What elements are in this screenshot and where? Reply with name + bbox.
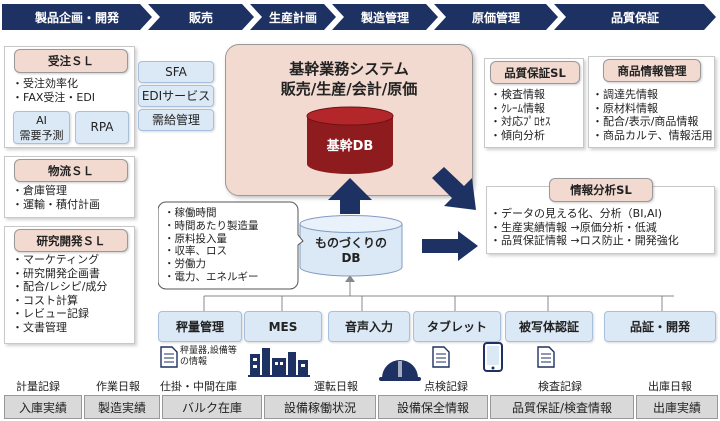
product-info-title: 商品情報管理 xyxy=(603,59,701,82)
core-db-label: 基幹DB xyxy=(326,139,374,154)
order-sl-list: ・受注効率化 ・FAX受注・EDI xyxy=(12,77,96,104)
record-label-work-report: 作業日報 xyxy=(96,380,140,393)
product-info-list: ・調達先情報 ・原材料情報 ・配合/表示/商品情報 ・商品カルテ、情報活用 xyxy=(592,88,713,142)
diagonal-arrow-icon xyxy=(432,167,476,210)
core-system-title: 基幹業務システム xyxy=(289,60,409,78)
checklist-icon xyxy=(432,346,450,368)
tablet-box: タブレット xyxy=(413,311,501,342)
rpa-box: RPA xyxy=(75,111,129,144)
record-label-operation-report: 運転日報 xyxy=(314,380,358,393)
supply-demand-tag: 需給管理 xyxy=(138,109,214,131)
tablet-icon xyxy=(483,342,503,372)
logistics-sl-list: ・倉庫管理 ・運輸・積付計画 xyxy=(12,184,100,211)
report-icon xyxy=(537,346,555,368)
subject-recognition-box: 被写体認証 xyxy=(505,311,593,342)
shipping-results-box: 出庫実績 xyxy=(636,395,718,419)
record-label-inspection: 点検記録 xyxy=(424,380,468,393)
record-label-test: 検査記録 xyxy=(538,380,582,393)
process-step-sales: 販売 xyxy=(148,4,254,30)
small-up-arrow-icon xyxy=(345,275,355,282)
record-label-weighing: 計量記録 xyxy=(16,380,60,393)
qa-sl-title: 品質保証SL xyxy=(490,61,580,84)
rnd-sl-title: 研究開発ＳＬ xyxy=(14,229,128,252)
analysis-sl-title: 情報分析SL xyxy=(549,178,653,202)
weighing-management-box: 秤量管理 xyxy=(158,311,242,342)
process-step-planning: 製品企画・開発 xyxy=(2,4,152,30)
mes-box: MES xyxy=(244,311,322,342)
ai-demand-forecast-box: AI 需要予測 xyxy=(13,111,70,144)
order-sl-title: 受注ＳＬ xyxy=(14,49,128,73)
equipment-maintenance-box: 設備保全情報 xyxy=(378,395,488,419)
process-step-production-plan: 生産計画 xyxy=(250,4,336,30)
receipt-results-box: 入庫実績 xyxy=(4,395,82,419)
process-step-cost: 原価管理 xyxy=(434,4,558,30)
factory-icon xyxy=(248,348,310,377)
qa-development-box: 品証・開発 xyxy=(604,311,716,342)
device-note: 秤量器,設備等 の情報 xyxy=(180,346,237,367)
equipment-status-box: 設備稼働状況 xyxy=(264,395,376,419)
helmet-icon xyxy=(379,360,421,381)
record-label-shipping-report: 出庫日報 xyxy=(648,380,692,393)
logistics-sl-title: 物流ＳＬ xyxy=(14,159,128,182)
core-db-cylinder xyxy=(306,106,394,174)
up-arrow-icon xyxy=(328,178,372,214)
connector-lines xyxy=(203,278,674,311)
qa-sl-list: ・検査情報 ・ｸﾚｰﾑ情報 ・対応ﾌﾟﾛｾｽ ・傾向分析 xyxy=(490,88,551,142)
document-icon xyxy=(160,346,178,368)
monozukuri-db-label: ものづくりの DB xyxy=(314,236,387,265)
right-arrow-icon xyxy=(422,231,478,261)
process-step-manufacturing: 製造管理 xyxy=(332,4,438,30)
callout-list: ・稼働時間 ・時間あたり製造量 ・原料投入量 ・収率、ロス ・労働力 ・電力、エ… xyxy=(164,207,259,283)
record-label-wip-inventory: 仕掛・中間在庫 xyxy=(160,380,237,393)
process-step-quality: 品質保証 xyxy=(554,4,716,30)
edi-service-tag: EDIサービス xyxy=(138,85,214,107)
sfa-tag: SFA xyxy=(138,61,214,83)
qa-inspection-box: 品質保証/検査情報 xyxy=(490,395,634,419)
callout-bubble xyxy=(158,201,304,290)
voice-input-box: 音声入力 xyxy=(328,311,410,342)
production-results-box: 製造実績 xyxy=(84,395,160,419)
monozukuri-db-cylinder xyxy=(299,215,403,277)
core-system-subtitle: 販売/生産/会計/原価 xyxy=(280,80,418,98)
rnd-sl-list: ・マーケティング ・研究開発企画書 ・配合/レシピ/成分 ・コスト計算 ・レビュ… xyxy=(12,253,108,334)
analysis-sl-list: ・データの見える化、分析（BI,AI) ・生産実績情報 →原価分析・低減 ・品質… xyxy=(490,207,679,248)
bulk-inventory-box: バルク在庫 xyxy=(162,395,262,419)
